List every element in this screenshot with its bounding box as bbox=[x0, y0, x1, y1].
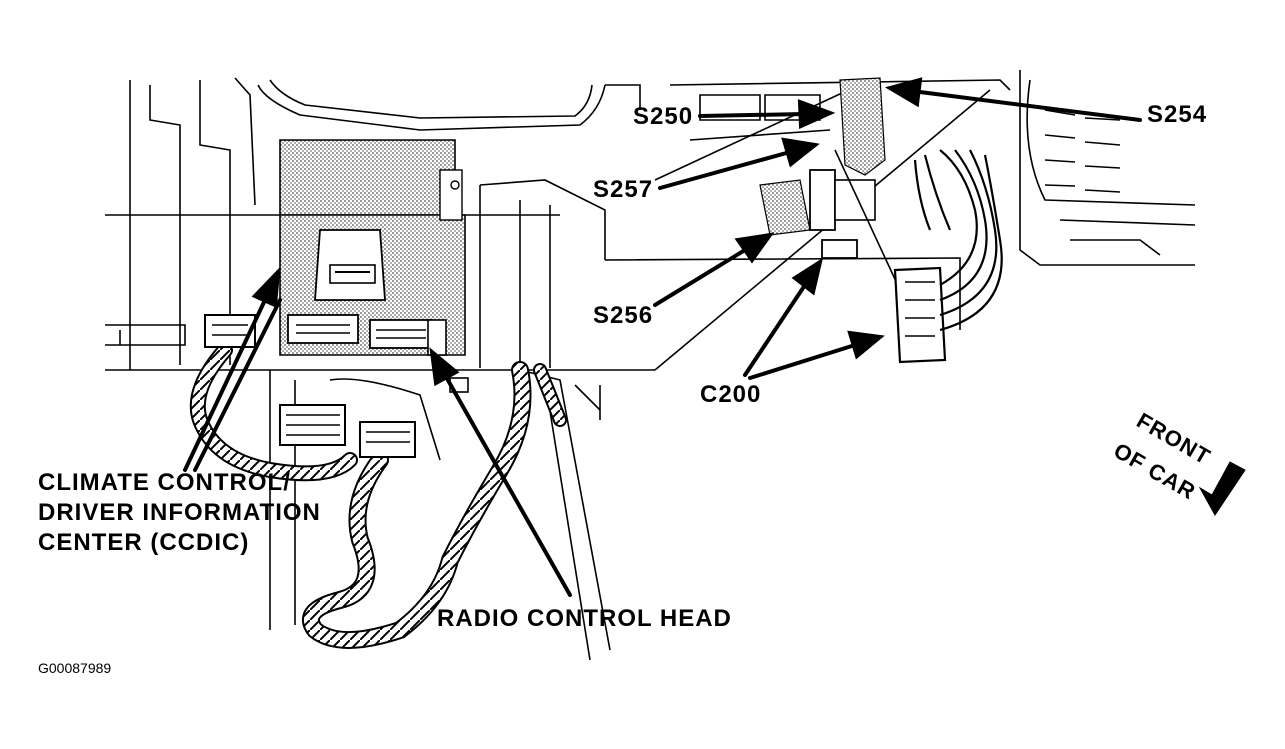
c200-connector bbox=[893, 149, 1003, 364]
s250-label: S250 bbox=[633, 103, 693, 130]
vent-louvers bbox=[1044, 109, 1121, 193]
radio-control-head-label: RADIO CONTROL HEAD bbox=[437, 605, 732, 632]
c200-label: C200 bbox=[700, 381, 761, 408]
climate-control-label-line3: CENTER (CCDIC) bbox=[38, 529, 249, 556]
s257-label: S257 bbox=[593, 176, 653, 203]
dashboard-outline bbox=[105, 70, 1196, 661]
ccdic-module bbox=[279, 139, 466, 356]
s254-label: S254 bbox=[1147, 101, 1207, 128]
s256-label: S256 bbox=[593, 302, 653, 329]
splice-area bbox=[759, 77, 901, 291]
loose-connectors bbox=[204, 314, 469, 458]
climate-control-label-line2: DRIVER INFORMATION bbox=[38, 499, 321, 526]
climate-control-label-line1: CLIMATE CONTROL/ bbox=[38, 469, 291, 496]
leader-arrows bbox=[183, 77, 1246, 597]
figure-id: G00087989 bbox=[38, 660, 111, 676]
